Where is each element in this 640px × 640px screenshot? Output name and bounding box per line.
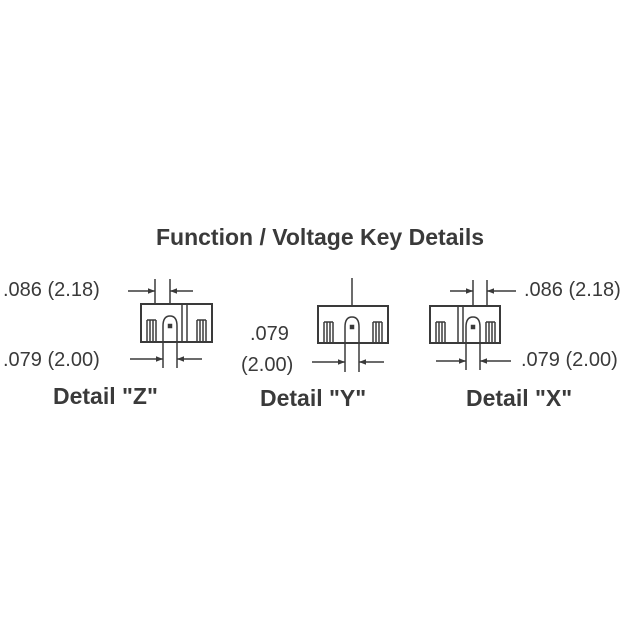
detail-z-label: Detail "Z" bbox=[53, 383, 158, 409]
detail-y-connector bbox=[317, 278, 389, 344]
detail-z-dimension-bottom bbox=[130, 342, 202, 368]
detail-y-dimension bbox=[312, 343, 384, 372]
detail-x-dimension-bottom bbox=[436, 343, 511, 370]
detail-y-key-slot bbox=[344, 316, 360, 343]
detail-x-connector bbox=[429, 305, 501, 344]
detail-y-dim-line2: (2.00) bbox=[241, 354, 294, 376]
detail-x-dim-bottom: .079 (2.00) bbox=[521, 349, 618, 371]
detail-x-dim-top: .086 (2.18) bbox=[524, 279, 621, 301]
detail-z-dimension-top bbox=[128, 279, 193, 304]
detail-x-body bbox=[429, 305, 501, 344]
detail-x-key-slot bbox=[465, 316, 481, 343]
detail-x-label: Detail "X" bbox=[466, 385, 573, 411]
detail-z-dim-top: .086 (2.18) bbox=[3, 279, 100, 301]
detail-y-label: Detail "Y" bbox=[260, 385, 367, 411]
detail-z-connector bbox=[140, 303, 213, 343]
detail-y-body bbox=[317, 305, 389, 344]
detail-y-dim-line1: .079 bbox=[250, 323, 289, 345]
detail-z-dim-bottom: .079 (2.00) bbox=[3, 349, 100, 371]
detail-z-body bbox=[140, 303, 213, 343]
diagram-title: Function / Voltage Key Details bbox=[155, 224, 485, 250]
detail-z-key-slot bbox=[162, 315, 178, 342]
detail-x-dimension-top bbox=[450, 280, 516, 306]
